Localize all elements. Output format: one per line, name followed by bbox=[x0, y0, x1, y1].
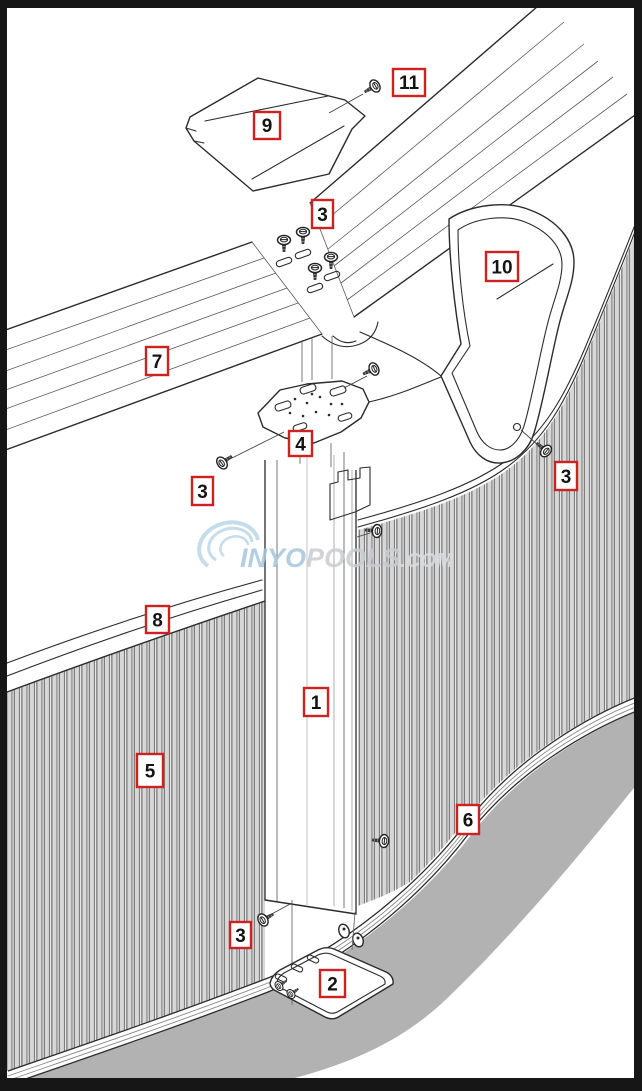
watermark: INYOPOOLS.COM bbox=[197, 520, 454, 573]
screw-slots bbox=[275, 248, 341, 294]
svg-text:INYOPOOLS.COM: INYOPOOLS.COM bbox=[240, 543, 454, 573]
svg-text:8: 8 bbox=[152, 611, 163, 632]
svg-text:1: 1 bbox=[311, 693, 322, 714]
svg-text:3: 3 bbox=[561, 467, 572, 488]
svg-text:3: 3 bbox=[317, 205, 328, 226]
wall-edge-line bbox=[368, 376, 442, 403]
svg-text:11: 11 bbox=[399, 73, 420, 94]
callout-8: 8 bbox=[144, 604, 171, 635]
svg-text:9: 9 bbox=[262, 116, 273, 137]
callout-5: 5 bbox=[135, 752, 165, 789]
callout-3-left: 3 bbox=[190, 475, 215, 507]
callout-4: 4 bbox=[287, 429, 314, 458]
callout-9: 9 bbox=[252, 110, 282, 141]
callout-3-bottom: 3 bbox=[228, 920, 253, 950]
svg-text:7: 7 bbox=[152, 352, 163, 373]
rail-junction bbox=[251, 202, 379, 348]
cover-screw-hole bbox=[512, 422, 522, 432]
svg-text:10: 10 bbox=[491, 258, 512, 279]
pool-wall-left bbox=[6, 600, 266, 1076]
svg-text:6: 6 bbox=[463, 811, 474, 832]
callout-10: 10 bbox=[484, 250, 520, 283]
callout-3-right: 3 bbox=[553, 460, 579, 492]
callout-1: 1 bbox=[302, 686, 330, 718]
callout-11: 11 bbox=[391, 67, 427, 98]
leader-lines bbox=[229, 93, 540, 917]
callout-3-top: 3 bbox=[310, 198, 335, 230]
post-top-bracket bbox=[329, 466, 371, 521]
watermark-inyo: INYO bbox=[240, 543, 306, 573]
callout-6: 6 bbox=[455, 803, 481, 836]
watermark-pools: POOLS bbox=[306, 543, 401, 573]
wall-edge-line2 bbox=[359, 331, 442, 377]
callout-7: 7 bbox=[144, 345, 170, 377]
post-bottom-tabs bbox=[291, 900, 364, 1005]
svg-text:5: 5 bbox=[145, 762, 156, 783]
svg-text:3: 3 bbox=[235, 926, 246, 947]
alignment-guides-top bbox=[301, 336, 333, 382]
watermark-dotcom: .COM bbox=[401, 550, 455, 572]
svg-text:3: 3 bbox=[197, 482, 208, 503]
svg-text:4: 4 bbox=[295, 435, 306, 456]
svg-text:2: 2 bbox=[327, 975, 338, 996]
callout-2: 2 bbox=[318, 968, 347, 999]
bottom-rail bbox=[5, 694, 642, 1086]
stabilizer-rail bbox=[6, 579, 263, 677]
upright-post bbox=[264, 452, 371, 915]
joiner-cover bbox=[440, 204, 575, 464]
plate-holes bbox=[288, 392, 344, 418]
watermark-swirl-icon bbox=[197, 520, 260, 568]
